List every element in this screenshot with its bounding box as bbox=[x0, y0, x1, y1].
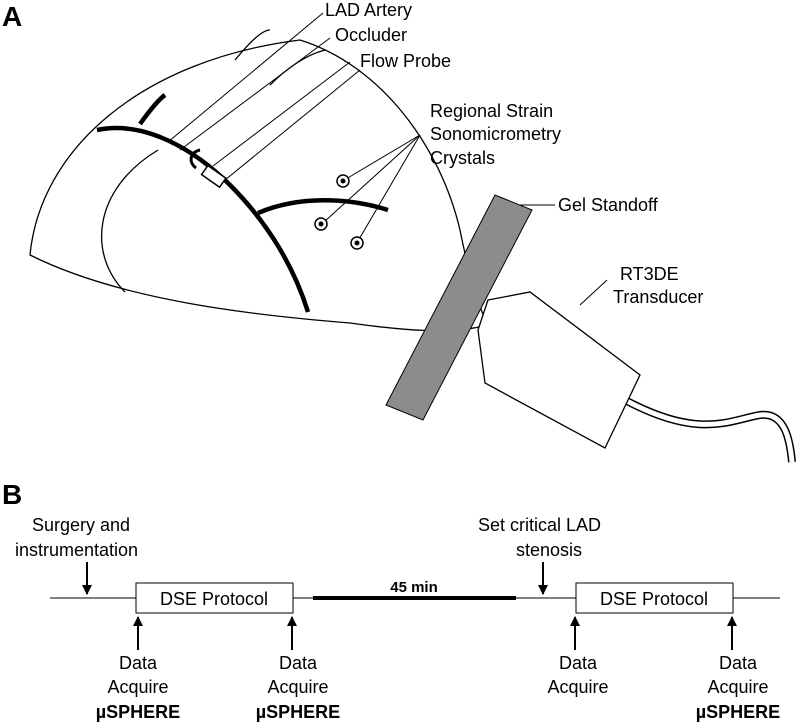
top-arc-1 bbox=[234, 29, 271, 61]
timeline bbox=[50, 562, 780, 650]
gel-standoff bbox=[385, 194, 533, 421]
interval-label: 45 min bbox=[390, 579, 438, 596]
panel-b-label: B bbox=[2, 479, 22, 510]
marker-line1: Data bbox=[559, 653, 598, 673]
dse-protocol-label-1: DSE Protocol bbox=[160, 589, 268, 609]
marker-line3: µSPHERE bbox=[96, 702, 180, 722]
label-crystals-3: Crystals bbox=[430, 148, 495, 168]
transducer-body bbox=[477, 291, 641, 449]
marker-line2: Acquire bbox=[267, 677, 328, 697]
marker-4: Data Acquire µSPHERE bbox=[696, 653, 780, 722]
marker-3: Data Acquire bbox=[547, 653, 608, 697]
ventricle-curve bbox=[101, 149, 159, 293]
occluder-device bbox=[189, 148, 201, 170]
transducer-cable-inner bbox=[623, 397, 795, 463]
marker-line1: Data bbox=[279, 653, 318, 673]
heart-outline bbox=[29, 39, 489, 332]
surgery-label-1: Surgery and bbox=[32, 515, 130, 535]
flow-probe-device bbox=[200, 164, 227, 189]
label-crystals-2: Sonomicrometry bbox=[430, 124, 561, 144]
side-branch-upper bbox=[138, 93, 167, 126]
panel-a-label: A bbox=[2, 1, 22, 32]
crystals bbox=[314, 174, 364, 250]
marker-line2: Acquire bbox=[547, 677, 608, 697]
label-crystals-1: Regional Strain bbox=[430, 101, 553, 121]
surgery-label-2: instrumentation bbox=[15, 540, 138, 560]
rt3de-transducer bbox=[477, 291, 796, 463]
label-occluder: Occluder bbox=[335, 25, 407, 45]
stenosis-label-1: Set critical LAD bbox=[478, 515, 601, 535]
marker-line2: Acquire bbox=[107, 677, 168, 697]
marker-line3: µSPHERE bbox=[256, 702, 340, 722]
lad-artery-vessel bbox=[96, 125, 311, 313]
label-gel-standoff: Gel Standoff bbox=[558, 195, 659, 215]
dse-box-2 bbox=[575, 582, 734, 614]
marker-1: Data Acquire µSPHERE bbox=[96, 653, 180, 722]
dse-box-1 bbox=[135, 582, 294, 614]
leader-lines bbox=[167, 12, 608, 306]
diagonal-branch bbox=[257, 198, 389, 216]
marker-line1: Data bbox=[119, 653, 158, 673]
dse-protocol-label-2: DSE Protocol bbox=[600, 589, 708, 609]
marker-line1: Data bbox=[719, 653, 758, 673]
label-flow-probe: Flow Probe bbox=[360, 51, 451, 71]
label-lad-artery: LAD Artery bbox=[325, 0, 412, 20]
marker-2: Data Acquire µSPHERE bbox=[256, 653, 340, 722]
marker-line2: Acquire bbox=[707, 677, 768, 697]
heart-drawing bbox=[29, 29, 489, 332]
marker-line3: µSPHERE bbox=[696, 702, 780, 722]
label-transducer-1: RT3DE bbox=[620, 264, 679, 284]
label-transducer-2: Transducer bbox=[613, 287, 703, 307]
top-arc-2 bbox=[269, 49, 326, 86]
stenosis-label-2: stenosis bbox=[516, 540, 582, 560]
